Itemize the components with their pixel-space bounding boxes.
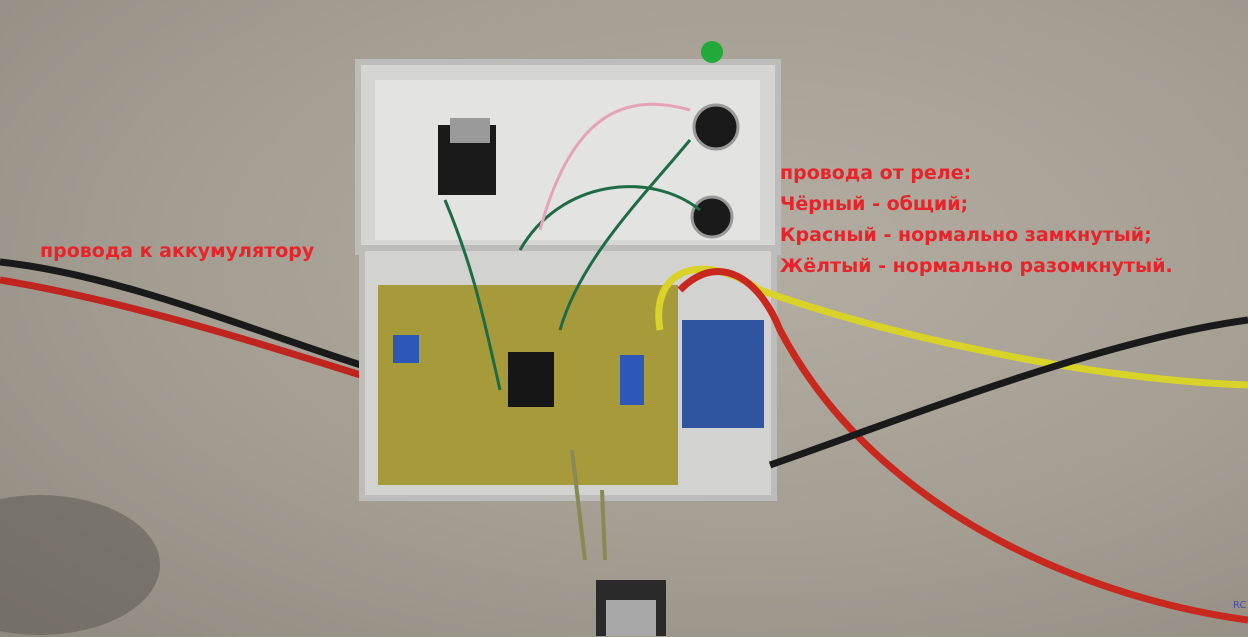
green-wire <box>558 139 692 331</box>
battery-wire-black <box>0 258 372 372</box>
transistor-heatsink <box>606 600 656 636</box>
battery-wires-annotation: провода к аккумулятору <box>40 240 315 262</box>
relay-wire-red-desc: Красный - нормально замкнутый; <box>780 224 1152 246</box>
shadow <box>0 495 160 635</box>
jack-bottom <box>690 195 734 239</box>
relay-wire-yellow <box>655 265 1248 389</box>
relay-wires-annotation: провода от реле: Чёрный - общий; Красный… <box>780 158 1173 282</box>
green-wire <box>443 199 502 391</box>
green-wire <box>518 185 701 251</box>
battery-wire-red <box>0 276 372 382</box>
voltage-regulator-tab <box>450 118 490 143</box>
relay-wire-black-desc: Чёрный - общий; <box>780 193 969 215</box>
relay-wire-black <box>768 316 1248 469</box>
trimmer-right <box>620 355 644 405</box>
watermark: RC <box>1233 600 1247 611</box>
pink-wire <box>538 102 691 231</box>
relay <box>682 320 764 428</box>
ic-chip <box>508 352 554 407</box>
jack-top <box>692 103 740 151</box>
relay-wire-red <box>677 268 1248 624</box>
relay-wires-title: провода от реле: <box>780 162 972 184</box>
transistor-leads <box>570 449 607 561</box>
trimmer-left <box>393 335 419 363</box>
green-led <box>701 41 723 63</box>
relay-wire-yellow-desc: Жёлтый - нормально разомкнутый. <box>780 255 1173 277</box>
